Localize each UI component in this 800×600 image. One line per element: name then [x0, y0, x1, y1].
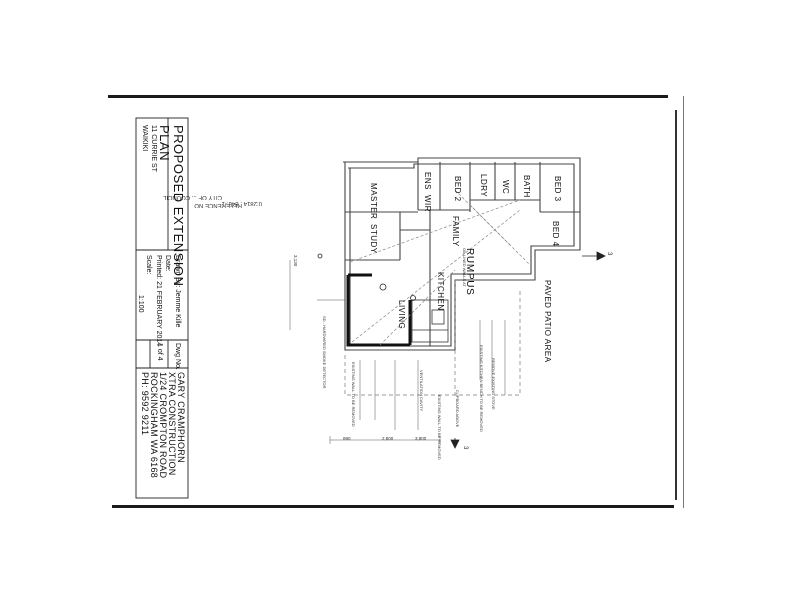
date-label: Date:	[164, 255, 171, 272]
room-study: STUDY	[369, 224, 378, 254]
section-mark-bottom: 3	[462, 446, 468, 450]
room-laundry: LDRY	[479, 174, 488, 198]
sheet-top-border	[108, 95, 668, 98]
dimension-4: 3,130	[293, 255, 298, 267]
room-ens: ENS	[423, 172, 432, 190]
note-existing-wall: EXISTING WALL TO BE REMOVED	[437, 395, 442, 460]
note-remove-wall: EXISTING WALL TO BE REMOVED	[351, 362, 356, 427]
extension-diagonals	[349, 189, 531, 346]
company-line2: XTRA CONSTRUCTION	[167, 372, 177, 476]
room-living: LIVING	[397, 300, 406, 330]
note-smoke-detector: SD - HARDWIRED SMOKE DETECTOR	[322, 316, 327, 389]
room-wir: WIR	[423, 195, 432, 213]
dimension-lines	[289, 260, 506, 444]
note-remove-stove: REMOVE EXISTING STOVE	[491, 358, 496, 410]
extension-walls	[346, 273, 412, 347]
room-bath: BATH	[522, 175, 531, 198]
company-phone: PH: 9592 9211	[140, 372, 150, 436]
council-stamp-line1: CITY OF ... COUNCIL	[163, 194, 222, 200]
company-line3: 1/24 CROMPTON ROAD	[158, 372, 168, 479]
kitchen-bench	[411, 299, 449, 343]
company-name: GARY CRAMPHORN	[176, 372, 186, 463]
sheet-number: 1 of 4	[156, 343, 163, 361]
room-kitchen: KITCHEN	[436, 272, 445, 311]
patio-outline	[344, 280, 521, 396]
room-master: MASTER	[369, 183, 378, 220]
dimension-1: 890	[343, 436, 351, 441]
room-bed2: BED 2	[453, 176, 462, 202]
scale-value: 1:100	[137, 295, 144, 313]
project-title-line2: PLAN	[157, 125, 172, 161]
room-wc: WC	[501, 180, 510, 195]
room-bed3: BED 3	[553, 176, 562, 202]
printed-date: Printed: 21 FEBRUARY 2014	[155, 255, 162, 347]
scale-label: Scale:	[145, 255, 152, 275]
room-bed4: BED 4	[551, 221, 560, 247]
dwg-no-label: Dwg No.	[174, 343, 181, 370]
sheet-right-edge	[675, 110, 677, 500]
section-markers	[317, 251, 606, 449]
patio-label: PAVED PATIO AREA	[543, 280, 552, 363]
note-ventilation: VENTILATION CAVITY	[419, 370, 424, 412]
rumpus-note: GB LINED WALLS AT	[462, 248, 467, 287]
dimension-3: 3,800	[415, 436, 427, 441]
room-family: FAMILY	[451, 216, 460, 247]
note-kitchen-bench: EXISTING KITCHEN BENCH TO BE REMOVED	[479, 345, 484, 432]
note-cupboard: CUPBOARD ABOVE	[455, 390, 460, 428]
council-stamp-line3: 0:2814 . 846:-1	[221, 200, 262, 206]
section-mark-top: 3	[606, 252, 612, 256]
title-block-frame	[135, 117, 189, 499]
company-line4: ROCKINGHAM WA 6168	[149, 372, 159, 479]
sheet-bottom-border	[112, 505, 674, 508]
address-line2: WAIKIKI	[141, 125, 148, 152]
drawn-by: Drawn By: Jemme Kille	[174, 255, 181, 328]
sheet-right-edge-outer	[683, 96, 684, 508]
address-line1: 11 CURRIE ST	[150, 125, 157, 172]
dimension-2: 2,800	[382, 436, 394, 441]
